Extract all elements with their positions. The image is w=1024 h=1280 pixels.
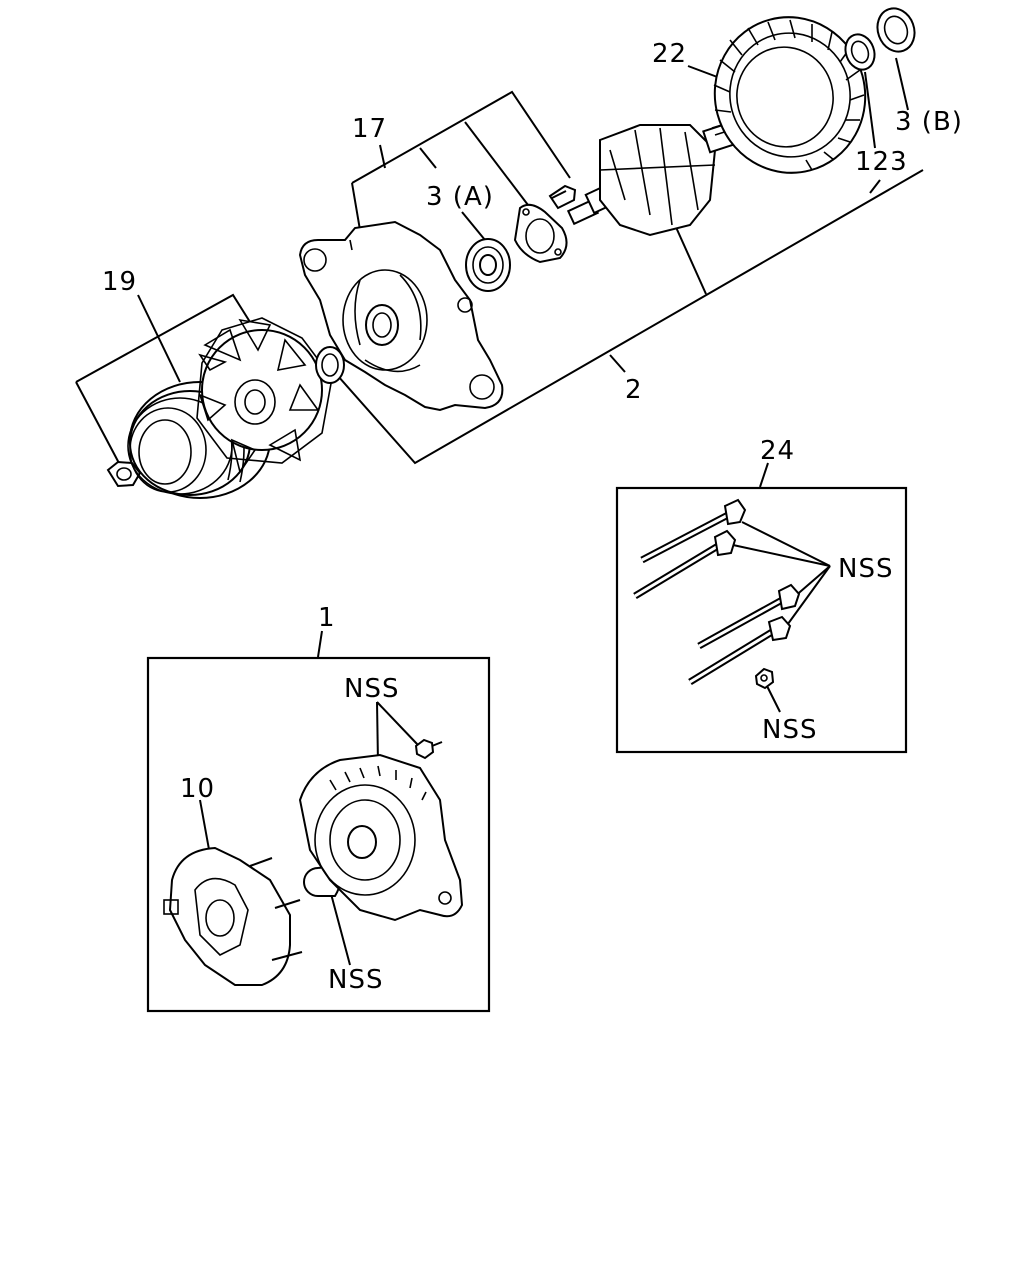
callout-nss-bushing: NSS bbox=[328, 965, 383, 995]
terminal-screw bbox=[414, 738, 443, 760]
retainer-screw bbox=[548, 184, 577, 210]
regulator-plate bbox=[163, 846, 303, 986]
through-bolt-4 bbox=[688, 615, 792, 685]
front-housing bbox=[298, 220, 504, 412]
through-bolt-2 bbox=[633, 529, 737, 599]
rear-housing-box bbox=[146, 656, 491, 1013]
stator bbox=[713, 16, 867, 174]
callout-19: 19 bbox=[102, 267, 137, 297]
through-bolt-1 bbox=[640, 498, 747, 564]
pulley-nut bbox=[106, 460, 142, 488]
cooling-fan bbox=[196, 317, 333, 474]
callout-1: 1 bbox=[318, 603, 336, 633]
callout-2: 2 bbox=[625, 375, 643, 405]
callout-10: 10 bbox=[180, 774, 215, 804]
front-bearing bbox=[465, 238, 511, 292]
bearing-ring-123 bbox=[844, 33, 876, 71]
rear-bearing bbox=[876, 7, 916, 53]
callout-22: 22 bbox=[652, 39, 687, 69]
callout-24: 24 bbox=[760, 436, 795, 466]
bearing-retainer-plate bbox=[513, 203, 568, 264]
callout-3b: 3 (B) bbox=[895, 107, 963, 137]
callout-123: 123 bbox=[855, 147, 908, 177]
callout-nss-screw: NSS bbox=[344, 674, 399, 704]
bolt-kit-box bbox=[615, 486, 908, 754]
through-bolt-3 bbox=[697, 583, 801, 650]
callout-nss-nut: NSS bbox=[762, 715, 817, 745]
callout-3a: 3 (A) bbox=[426, 182, 494, 212]
callout-nss-bolts: NSS bbox=[838, 554, 893, 584]
rear-housing bbox=[298, 753, 464, 922]
spacer-ring bbox=[315, 346, 345, 384]
callout-17: 17 bbox=[352, 114, 387, 144]
leader-lines bbox=[75, 57, 924, 966]
bolt-nut bbox=[754, 667, 775, 690]
